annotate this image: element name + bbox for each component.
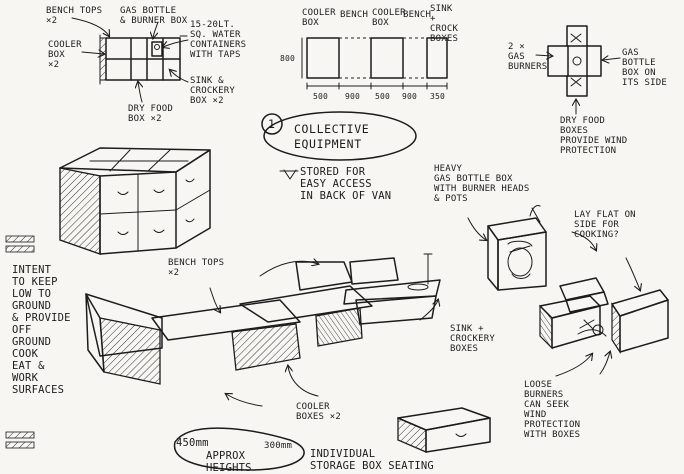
elev-cooler-box-1: COOLER BOX	[302, 8, 336, 28]
burner-plan-diagram	[535, 25, 621, 115]
burner-dry-food-label: DRY FOOD BOXES PROVIDE WIND PROTECTION	[560, 116, 628, 156]
hatch-swatches	[5, 235, 35, 449]
elev-width: 500	[375, 92, 391, 101]
bench-tops-note: BENCH TOPS ×2	[168, 258, 225, 278]
plan-gas-bottle-label: GAS BOTTLE & BURNER BOX	[120, 6, 188, 26]
elev-height-800: 800	[280, 54, 296, 63]
loose-burners-note: LOOSE BURNERS CAN SEEK WIND PROTECTION W…	[524, 380, 581, 440]
plan-dry-food-label: DRY FOOD BOX ×2	[128, 104, 173, 124]
lay-flat-note: LAY FLAT ON SIDE FOR COOKING?	[574, 210, 636, 240]
height-dimension-loop	[173, 427, 305, 471]
stacked-box-unit	[59, 147, 211, 255]
title-block	[261, 111, 417, 180]
elev-sink-crock: SINK + CROCK BOXES	[430, 4, 459, 44]
title-collective-equipment: COLLECTIVE EQUIPMENT	[294, 122, 370, 151]
elev-bench-1: BENCH	[340, 10, 369, 20]
burner-gas-bottle-label: GAS BOTTLE BOX ON ITS SIDE	[622, 48, 667, 88]
bench-layout-sketch	[85, 253, 441, 407]
lay-flat-cooking-sketch	[539, 231, 669, 377]
title-number: 1	[268, 117, 276, 131]
elev-width: 500	[313, 92, 329, 101]
elev-width: 350	[430, 92, 446, 101]
heavy-gas-bottle-note: HEAVY GAS BOTTLE BOX WITH BURNER HEADS &…	[434, 164, 530, 204]
plan-view-diagram	[71, 17, 189, 103]
plan-sink-crockery-label: SINK & CROCKERY BOX ×2	[190, 76, 235, 106]
burner-gas-burners-label: 2 × GAS BURNERS	[508, 42, 548, 72]
elev-bench-2: BENCH	[403, 10, 432, 20]
title-stored-note: STORED FOR EASY ACCESS IN BACK OF VAN	[300, 166, 392, 202]
approx-heights-label: APPROX HEIGHTS	[206, 450, 252, 474]
elev-cooler-box-2: COOLER BOX	[372, 8, 406, 28]
elevation-diagram	[301, 37, 448, 90]
elev-width: 900	[402, 92, 418, 101]
dim-450-label: 450mm	[176, 437, 209, 449]
sink-crockery-note: SINK + CROCKERY BOXES	[450, 324, 495, 354]
storage-box-sketch	[397, 407, 491, 453]
dim-300-label: 300mm	[264, 441, 293, 451]
intent-note: INTENT TO KEEP LOW TO GROUND & PROVIDE O…	[12, 264, 71, 396]
plan-cooler-box-label: COOLER BOX ×2	[48, 40, 82, 70]
plan-water-containers-label: 15-20LT. SQ. WATER CONTAINERS WITH TAPS	[190, 20, 247, 60]
plan-bench-tops-label: BENCH TOPS ×2	[46, 6, 103, 26]
gas-bottle-box-sketch	[467, 205, 547, 291]
individual-storage-label: INDIVIDUAL STORAGE BOX SEATING	[310, 448, 434, 472]
elev-width: 900	[345, 92, 361, 101]
cooler-boxes-note: COOLER BOXES ×2	[296, 402, 341, 422]
